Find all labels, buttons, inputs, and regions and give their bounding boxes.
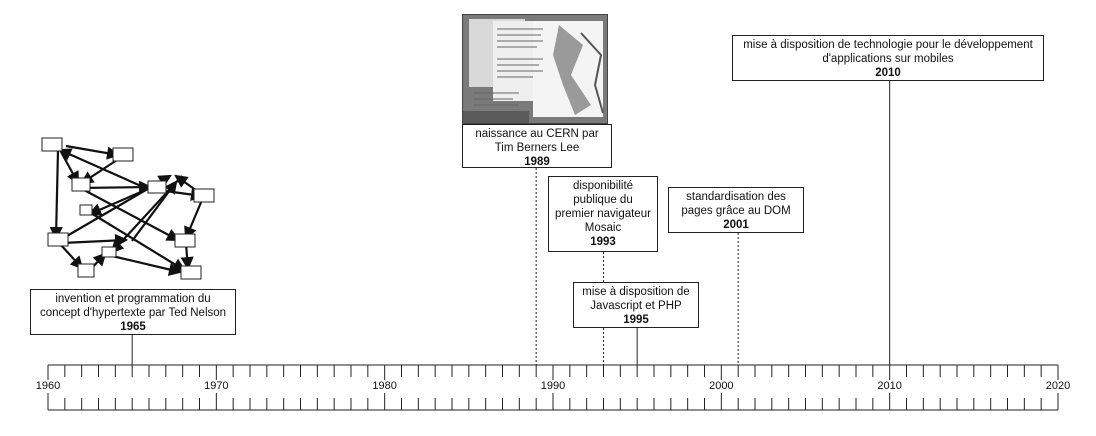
event-dom-year: 2001 bbox=[723, 219, 749, 231]
axis-label-2010: 2010 bbox=[873, 380, 906, 393]
event-dom-line-2: pages grâce au DOM bbox=[681, 205, 791, 217]
event-mosaic-line-4: Mosaic bbox=[584, 222, 622, 234]
event-cern: naissance au CERN par Tim Berners Lee 19… bbox=[462, 124, 612, 168]
axis-label-1970: 1970 bbox=[200, 380, 233, 393]
event-dom: standardisation des pages grâce au DOM 2… bbox=[668, 187, 804, 233]
event-mosaic-year: 1993 bbox=[590, 236, 616, 248]
event-mobile-line-2: d'applications sur mobiles bbox=[822, 53, 954, 65]
event-mosaic-line-2: publique du bbox=[573, 194, 633, 206]
nexus-browser-screenshot bbox=[462, 14, 608, 124]
axis-label-2020: 2020 bbox=[1042, 380, 1074, 393]
axis-label-2000: 2000 bbox=[705, 380, 738, 393]
event-js-php: mise à disposition de Javascript et PHP … bbox=[573, 282, 699, 328]
event-hypertext-year: 1965 bbox=[120, 321, 146, 333]
axis-label-1990: 1990 bbox=[537, 380, 569, 393]
axis-label-1960: 1960 bbox=[32, 380, 64, 393]
axis-label-1980: 1980 bbox=[368, 380, 401, 393]
event-mosaic-line-3: premier navigateur bbox=[555, 208, 651, 220]
event-mobile-line-1: mise à disposition de technologie pour l… bbox=[743, 39, 1033, 51]
event-mobile-year: 2010 bbox=[875, 67, 901, 79]
event-js-php-line-1: mise à disposition de bbox=[582, 286, 690, 298]
event-mobile: mise à disposition de technologie pour l… bbox=[732, 35, 1044, 81]
event-cern-line-1: naissance au CERN par bbox=[475, 128, 599, 140]
event-hypertext: invention et programmation du concept d'… bbox=[30, 289, 236, 335]
event-dom-line-1: standardisation des bbox=[686, 191, 786, 203]
event-cern-line-2: Tim Berners Lee bbox=[494, 142, 580, 154]
event-js-php-year: 1995 bbox=[623, 314, 649, 326]
event-mosaic-line-1: disponibilité bbox=[572, 180, 634, 192]
event-cern-year: 1989 bbox=[524, 156, 550, 168]
event-hypertext-line-1: invention et programmation du bbox=[55, 293, 211, 305]
event-mosaic: disponibilité publique du premier naviga… bbox=[548, 176, 658, 252]
event-hypertext-line-2: concept d'hypertexte par Ted Nelson bbox=[39, 307, 227, 319]
event-js-php-line-2: Javascript et PHP bbox=[590, 300, 682, 312]
